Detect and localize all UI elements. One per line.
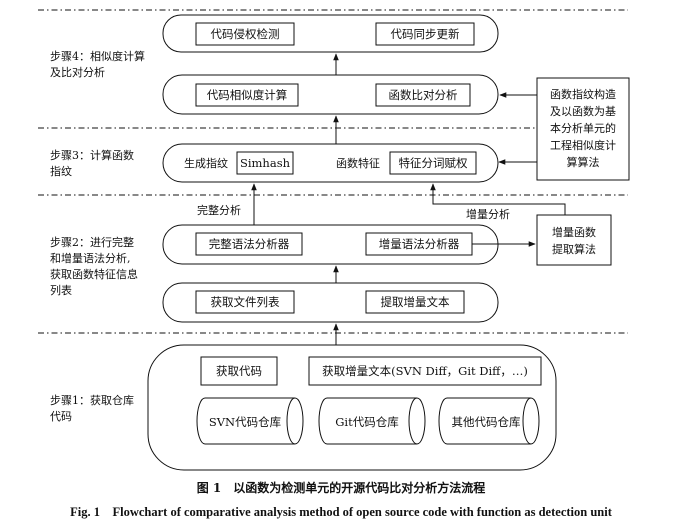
feature-weighting-label: 特征分词赋权 <box>399 156 468 170</box>
other-repo-label: 其他代码仓库 <box>452 415 521 429</box>
copyright-detection-box <box>195 22 295 46</box>
get-code-box <box>200 356 278 386</box>
algorithm-note-line2: 及以函数为基 <box>550 105 616 118</box>
caption-chinese: 图 1 以函数为检测单元的开源代码比对分析方法流程 <box>197 480 486 495</box>
other-repo-cylinder <box>438 397 540 445</box>
step3-label-line2: 指纹 <box>50 164 72 178</box>
svn-repo-label: SVN代码仓库 <box>209 415 281 429</box>
git-repo-cylinder <box>318 397 426 445</box>
similarity-calc-label: 代码相似度计算 <box>207 88 288 102</box>
incremental-parser-label: 增量语法分析器 <box>379 237 460 251</box>
extract-incremental-text-label: 提取增量文本 <box>381 295 450 309</box>
function-feature-text: 函数特征 <box>336 156 380 170</box>
incremental-analysis-label: 增量分析 <box>466 207 510 221</box>
step4-label-line1: 步骤4：相似度计算 <box>50 49 145 63</box>
algorithm-note-box <box>536 77 630 181</box>
code-sync-update-box <box>375 22 475 46</box>
copyright-detection-label: 代码侵权检测 <box>211 27 280 41</box>
generate-fingerprint-text: 生成指纹 <box>184 156 228 170</box>
function-compare-label: 函数比对分析 <box>389 88 458 102</box>
caption-english: Fig. 1 Flowchart of comparative analysis… <box>70 505 613 519</box>
get-file-list-label: 获取文件列表 <box>211 295 280 309</box>
extract-incremental-text-box <box>365 290 465 314</box>
complete-analysis-label: 完整分析 <box>197 203 241 217</box>
arrow-incremental-analysis <box>430 183 566 215</box>
step1-label-line2: 代码 <box>50 410 72 423</box>
function-compare-box <box>375 83 471 107</box>
incremental-extract-algo-line2: 提取算法 <box>552 242 596 256</box>
simhash-box <box>236 151 294 175</box>
get-file-list-box <box>195 290 295 314</box>
step2-label-line3: 获取函数特征信息 <box>50 267 138 281</box>
step2-label-line2: 和增量语法分析, <box>50 251 131 265</box>
algorithm-note-line4: 工程相似度计 <box>550 138 616 152</box>
git-repo-label: Git代码仓库 <box>335 415 399 429</box>
algorithm-note-line5: 算算法 <box>567 155 600 169</box>
algorithm-note-line3: 本分析单元的 <box>550 121 616 135</box>
algorithm-note-line1: 函数指纹构造 <box>550 87 616 101</box>
full-parser-label: 完整语法分析器 <box>209 237 290 251</box>
step1-label-line1: 步骤1：获取仓库 <box>50 393 134 407</box>
step3-label-line1: 步骤3：计算函数 <box>50 148 134 162</box>
get-code-label: 获取代码 <box>216 364 262 378</box>
step4-label-line2: 及比对分析 <box>50 65 105 79</box>
simhash-label: Simhash <box>240 156 291 170</box>
step2-label-line4: 列表 <box>50 283 72 297</box>
full-parser-box <box>195 232 303 256</box>
feature-weighting-box <box>389 151 477 175</box>
svn-repo-cylinder <box>196 397 304 445</box>
get-incremental-text-box <box>308 356 542 386</box>
code-sync-update-label: 代码同步更新 <box>391 27 460 41</box>
incremental-extract-algo-box <box>536 214 612 266</box>
incremental-extract-algo-line1: 增量函数 <box>552 225 596 239</box>
similarity-calc-box <box>195 83 299 107</box>
get-incremental-text-label: 获取增量文本(SVN Diff，Git Diff，…) <box>322 364 528 378</box>
step2-label-line1: 步骤2：进行完整 <box>50 235 134 249</box>
